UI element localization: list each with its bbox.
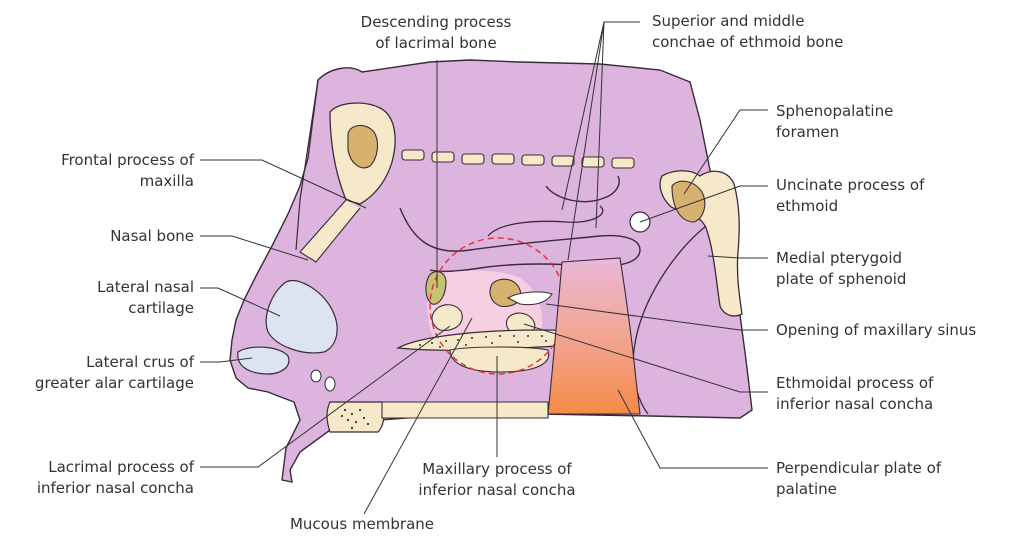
label-sphenopalatine-foramen: Sphenopalatine foramen <box>776 101 893 143</box>
hard-palate <box>327 402 384 432</box>
label-descending-process: Descending process of lacrimal bone <box>336 12 536 54</box>
label-superior-middle-conchae: Superior and middle conchae of ethmoid b… <box>652 11 843 53</box>
label-maxillary-process: Maxillary process of inferior nasal conc… <box>402 459 592 501</box>
label-lacrimal-process: Lacrimal process of inferior nasal conch… <box>0 457 194 499</box>
label-mucous-membrane: Mucous membrane <box>262 514 462 535</box>
label-lateral-crus: Lateral crus of greater alar cartilage <box>0 352 194 394</box>
label-medial-pterygoid: Medial pterygoid plate of sphenoid <box>776 248 906 290</box>
lacrimal-process-bone <box>432 305 462 331</box>
label-uncinate-process: Uncinate process of ethmoid <box>776 175 924 217</box>
label-opening-maxillary-sinus: Opening of maxillary sinus <box>776 320 976 341</box>
sesamoid-cartilage-2 <box>325 377 335 391</box>
lateral-wall-membrane <box>230 60 752 482</box>
label-perpendicular-plate: Perpendicular plate of palatine <box>776 458 941 500</box>
label-ethmoidal-process: Ethmoidal process of inferior nasal conc… <box>776 373 933 415</box>
palate-horizontal-plate <box>382 402 548 418</box>
label-nasal-bone: Nasal bone <box>0 226 194 247</box>
label-frontal-process: Frontal process of maxilla <box>0 150 194 192</box>
frontal-sinus-dark <box>348 125 377 167</box>
label-lateral-nasal-cartilage: Lateral nasal cartilage <box>0 277 194 319</box>
sesamoid-cartilage-1 <box>311 370 321 382</box>
